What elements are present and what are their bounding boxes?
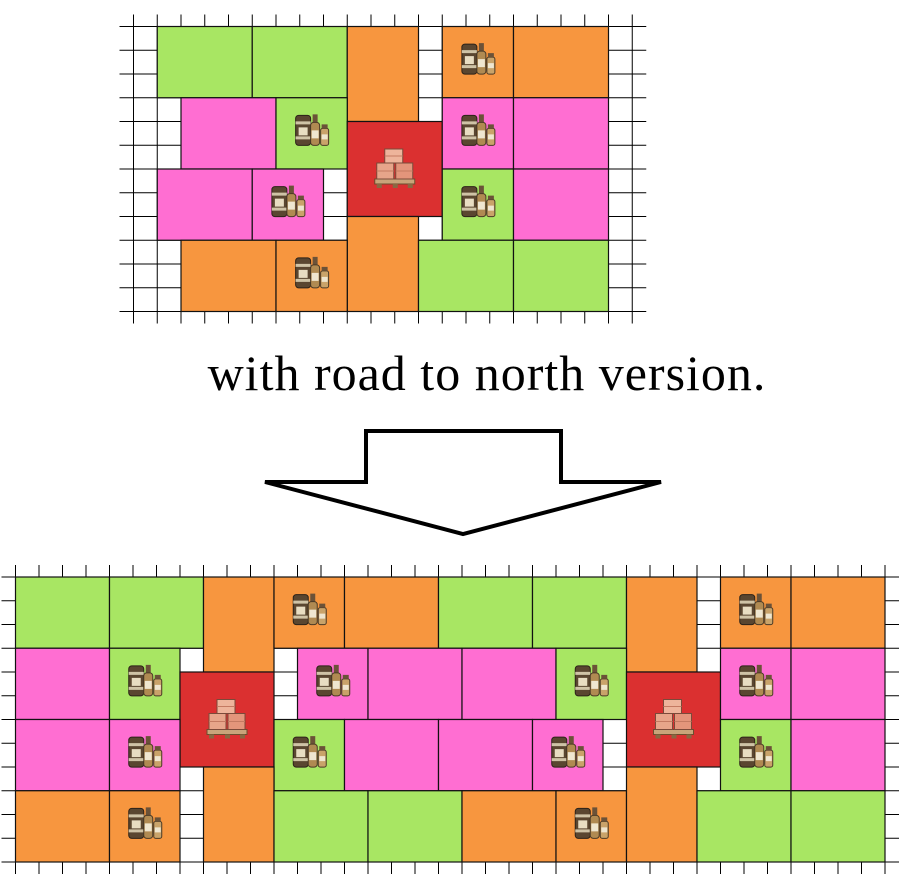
caption-text: with road to north version.: [207, 345, 767, 401]
building-tile-orange: [512, 25, 610, 99]
bottom-layout-grid: [1, 565, 899, 874]
building-tile-pink: [512, 97, 610, 170]
building-tile-green: [367, 790, 463, 863]
building-tile-green: [531, 576, 628, 649]
building-tile-pink: [437, 718, 534, 792]
building-tile-pink: [790, 718, 886, 792]
building-tile-green: [437, 576, 534, 649]
building-tile-pink: [14, 647, 111, 721]
building-tile-green: [251, 25, 348, 99]
building-tile-orange: [346, 25, 420, 123]
building-tile-green: [14, 576, 111, 649]
building-tile-orange: [625, 576, 698, 673]
building-tile-orange: [14, 790, 111, 863]
building-tile-pink: [790, 647, 886, 721]
building-tile-green: [696, 790, 792, 863]
building-tile-green: [273, 790, 369, 863]
building-tile-orange: [625, 766, 698, 863]
building-tile-pink: [367, 647, 463, 721]
building-tile-green: [156, 25, 253, 99]
down-arrow-icon: [264, 429, 662, 537]
building-tile-red: [346, 120, 443, 218]
building-tile-pink: [14, 718, 111, 792]
building-tile-pink: [512, 168, 610, 241]
building-tile-orange: [343, 576, 440, 649]
building-tile-orange: [790, 576, 886, 649]
building-tile-green: [417, 239, 515, 313]
building-tile-green: [108, 576, 205, 649]
building-tile-pink: [180, 97, 277, 170]
building-tile-pink: [461, 647, 557, 721]
building-tile-red: [179, 671, 275, 768]
top-layout-grid: [119, 14, 647, 324]
building-tile-green: [790, 790, 886, 863]
building-tile-orange: [180, 239, 277, 313]
building-tile-orange: [346, 215, 420, 313]
building-tile-green: [512, 239, 610, 313]
building-tile-pink: [156, 168, 253, 241]
building-tile-orange: [202, 576, 275, 673]
building-tile-pink: [343, 718, 440, 792]
building-tile-orange: [719, 576, 792, 649]
building-tile-red: [625, 671, 722, 768]
building-tile-orange: [461, 790, 557, 863]
building-tile-orange: [202, 766, 275, 863]
